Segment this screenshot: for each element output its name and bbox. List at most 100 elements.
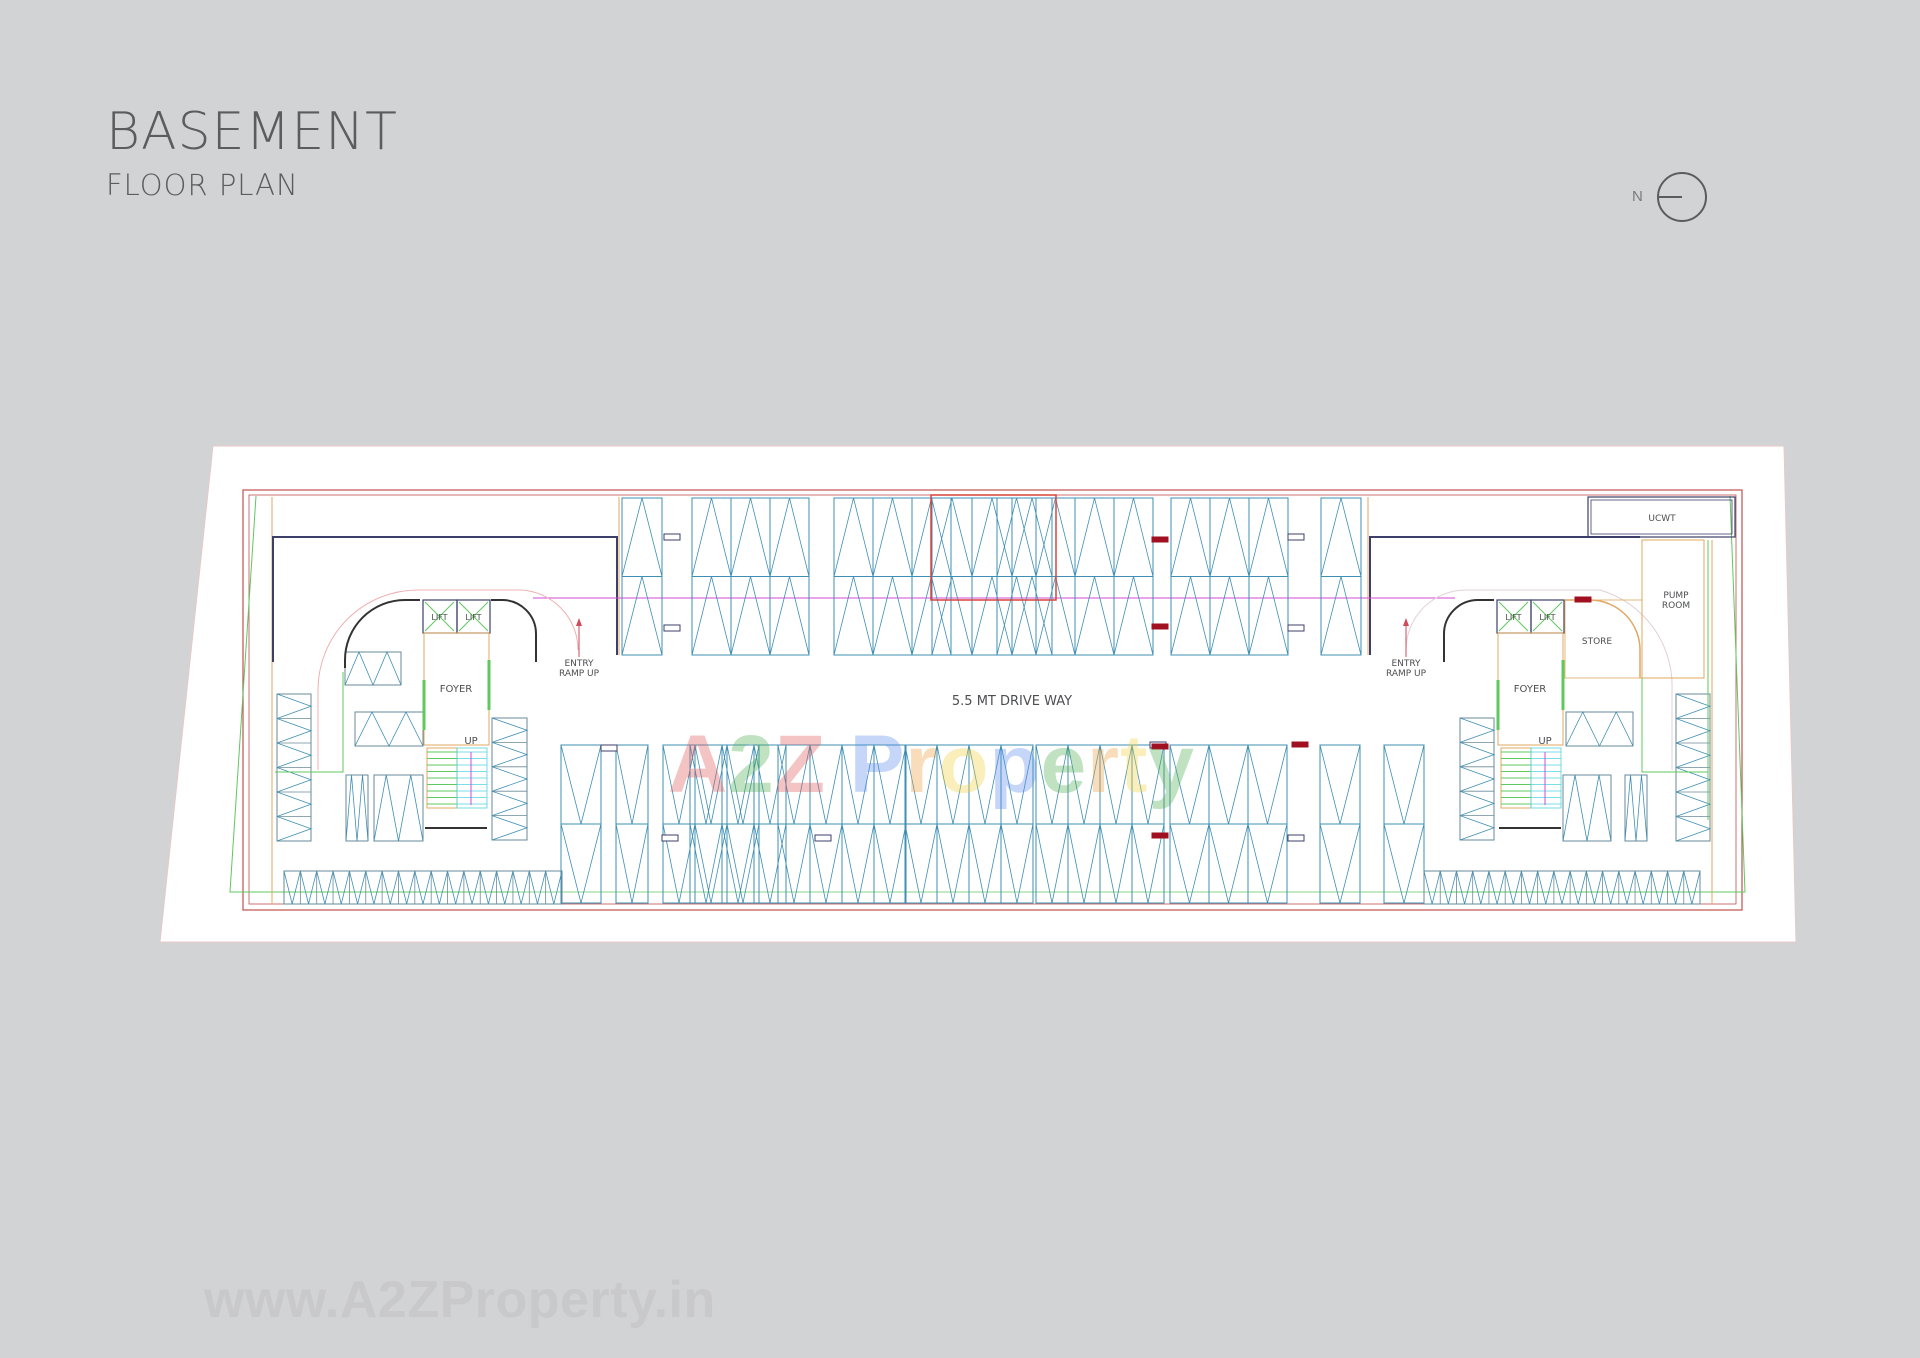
bay-marking	[560, 823, 602, 904]
entry-ramp-label-right: RAMP UP	[1386, 669, 1427, 679]
red-marker	[1151, 832, 1169, 839]
bay-marking	[1113, 576, 1154, 656]
side-bay-marking	[1675, 693, 1712, 719]
bay-marking	[1320, 497, 1362, 577]
ucwt-tank	[1587, 496, 1736, 538]
ucwt-label: UCWT	[1648, 514, 1676, 524]
bay-marking	[841, 823, 875, 904]
side-bay-marking	[1459, 717, 1496, 743]
two-wheeler-marking	[1521, 870, 1539, 905]
bay-marking	[931, 497, 973, 577]
core-side-bay-marking	[1565, 711, 1634, 747]
bay-marking	[730, 497, 771, 577]
two-wheeler-marking	[1667, 870, 1685, 905]
wall-fixture	[661, 834, 679, 842]
side-bay-marking	[491, 742, 529, 768]
bay-marking	[931, 576, 973, 656]
bay-marking	[689, 823, 723, 904]
core-side-bay-marking	[1624, 774, 1648, 842]
two-wheeler-marking	[1585, 870, 1603, 905]
curved-wall-right-a	[1443, 599, 1494, 662]
bay-marking	[833, 576, 874, 656]
side-bay-marking	[491, 717, 529, 743]
bay-marking	[1067, 823, 1101, 904]
two-wheeler-marking	[479, 870, 497, 905]
two-wheeler-marking	[1569, 870, 1587, 905]
two-wheeler-marking	[1488, 870, 1506, 905]
red-marker	[1151, 743, 1169, 750]
wall-fixture	[1287, 533, 1305, 541]
bay-marking	[1383, 823, 1425, 904]
plan-sheet	[159, 445, 1797, 943]
side-bay-marking	[276, 816, 313, 842]
highlighted-bay-box	[930, 494, 1057, 601]
ucwt-tank-inner	[1590, 499, 1733, 535]
entry-ramp-label-left: ENTRY	[564, 659, 594, 669]
store-label: STORE	[1582, 637, 1613, 647]
driveway-label: 5.5 MT DRIVE WAY	[952, 694, 1072, 709]
side-bay-marking	[1675, 742, 1712, 768]
bay-marking	[691, 497, 732, 577]
bay-marking	[1209, 576, 1250, 656]
two-wheeler-marking	[299, 870, 318, 905]
bay-marking	[621, 497, 663, 577]
bay-marking	[1099, 823, 1133, 904]
left-ramp-wall	[272, 536, 618, 662]
two-wheeler-marking	[463, 870, 481, 905]
title-block: BASEMENT FLOOR PLAN	[106, 104, 398, 202]
wall-fixture	[1287, 834, 1305, 842]
two-wheeler-marking	[1634, 870, 1652, 905]
two-wheeler-marking	[414, 870, 432, 905]
bay-marking	[1320, 576, 1362, 656]
bay-marking	[1208, 823, 1249, 904]
bay-marking	[777, 823, 811, 904]
bay-marking	[1131, 823, 1165, 904]
entry-ramp-label-right: ENTRY	[1391, 659, 1421, 669]
core-side-bay-marking	[373, 774, 424, 842]
url-watermark: www.A2ZProperty.in	[204, 1271, 716, 1329]
lift-cross	[458, 601, 489, 632]
two-wheeler-marking	[283, 870, 301, 905]
two-wheeler-marking	[1456, 870, 1474, 905]
side-bay-marking	[1675, 791, 1712, 817]
side-bay-marking	[1459, 766, 1496, 792]
bay-marking	[833, 497, 874, 577]
two-wheeler-marking	[365, 870, 383, 905]
core-side-bay-marking	[1562, 774, 1612, 842]
red-marker	[1151, 536, 1169, 543]
wall-fixture	[1287, 624, 1305, 632]
wall-fixture	[663, 533, 681, 541]
up-label: UP	[464, 736, 477, 747]
two-wheeler-marking	[1439, 870, 1457, 905]
bay-marking	[769, 497, 810, 577]
red-marker	[1291, 741, 1309, 748]
bay-marking	[1248, 497, 1289, 577]
store-room	[1564, 599, 1643, 679]
side-bay-marking	[1459, 790, 1496, 816]
wall-fixture	[600, 744, 618, 752]
lift-label: LIFT	[1505, 613, 1521, 622]
bay-marking	[1074, 576, 1115, 656]
two-wheeler-marking	[528, 870, 547, 905]
turning-arc-right	[1405, 589, 1673, 770]
side-bay-marking	[276, 742, 313, 768]
lift-cross	[1532, 601, 1563, 632]
lift-label: LIFT	[465, 613, 481, 622]
page-title: BASEMENT	[106, 102, 398, 162]
pump-room-label: ROOM	[1662, 601, 1690, 611]
bay-marking	[721, 823, 755, 904]
north-label: N	[1632, 188, 1643, 205]
lift-cross	[1498, 601, 1529, 632]
two-wheeler-marking	[1423, 870, 1441, 905]
two-wheeler-marking	[1537, 870, 1555, 905]
pump-room-label: PUMP	[1663, 591, 1689, 601]
lift-label: LIFT	[1539, 613, 1555, 622]
north-arrow: N	[1630, 170, 1710, 226]
bay-marking	[872, 497, 913, 577]
two-wheeler-marking	[1602, 870, 1620, 905]
two-wheeler-marking	[332, 870, 350, 905]
bay-marking	[904, 823, 938, 904]
green-enclosure-right	[1641, 678, 1708, 773]
entry-ramp-label-left: RAMP UP	[559, 669, 600, 679]
side-bay-marking	[1459, 815, 1496, 841]
